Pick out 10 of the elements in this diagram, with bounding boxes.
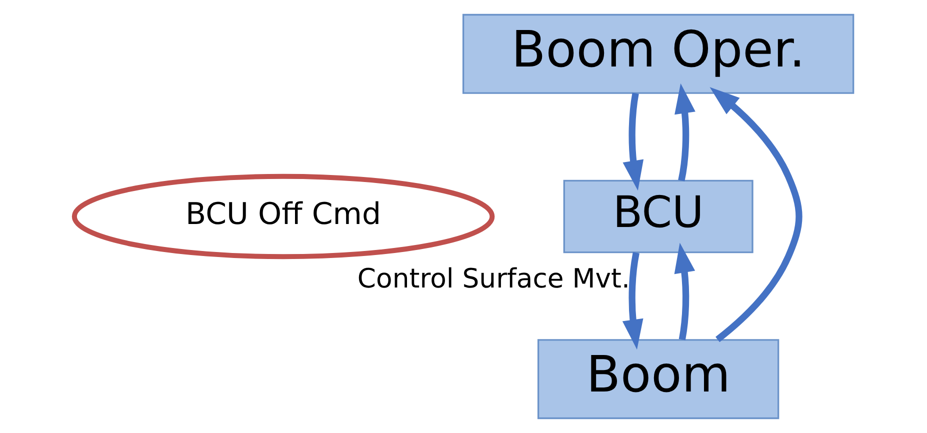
node-ellipse: BCU Off Cmd [71,174,494,260]
edge-label: Control Surface Mvt. [356,264,630,295]
node-box: Boom [536,339,779,420]
arrow [674,83,695,182]
node-box: BCU [562,180,753,254]
arrow [622,92,644,191]
arrow [674,242,695,340]
node-box: Boom Oper. [462,14,854,94]
arrow [709,87,802,342]
arrow [622,252,643,350]
